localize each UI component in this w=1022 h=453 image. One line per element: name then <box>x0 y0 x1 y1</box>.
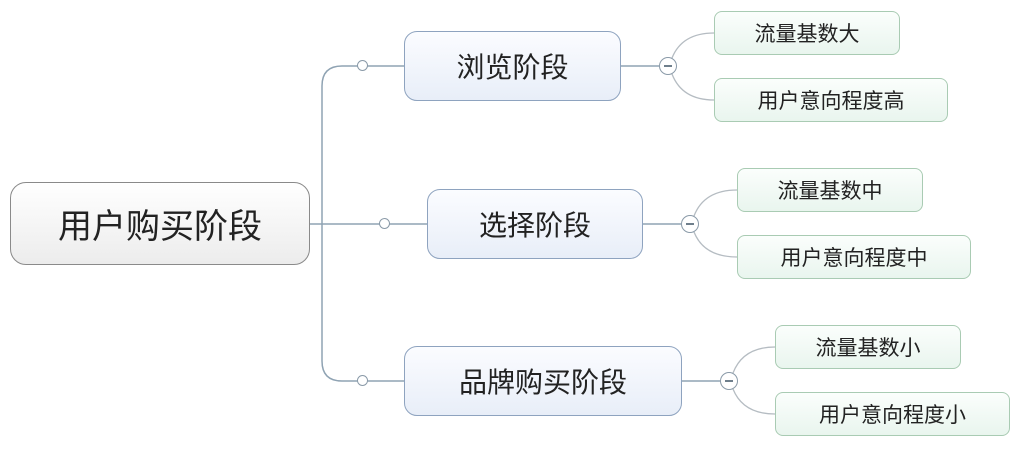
subtopic-label: 用户意向程度高 <box>757 89 905 113</box>
subtopic-traffic[interactable]: 流量基数中 <box>737 168 923 212</box>
branch-topic-select[interactable]: 选择阶段 <box>427 189 643 259</box>
subtopic-intent[interactable]: 用户意向程度中 <box>737 235 971 279</box>
leaf-connector <box>732 388 776 415</box>
leaf-connector <box>693 231 738 258</box>
minus-circle-icon[interactable] <box>681 215 699 233</box>
leaf-connector <box>693 189 738 217</box>
minus-circle-icon[interactable] <box>720 372 738 390</box>
subtopic-traffic[interactable]: 流量基数大 <box>714 11 900 55</box>
branch-topic-label: 选择阶段 <box>478 209 591 242</box>
branch-topic-label: 品牌购买阶段 <box>458 366 627 399</box>
subtopic-label: 流量基数小 <box>815 336 921 360</box>
circle-icon <box>379 218 390 229</box>
branch-topic-browse[interactable]: 浏览阶段 <box>404 31 621 101</box>
subtopic-label: 流量基数大 <box>754 22 860 46</box>
subtopic-traffic[interactable]: 流量基数小 <box>775 325 961 369</box>
subtopic-label: 用户意向程度小 <box>819 403 966 427</box>
root-topic-label: 用户购买阶段 <box>58 207 262 247</box>
circle-icon <box>357 60 368 71</box>
subtopic-label: 流量基数中 <box>777 179 883 203</box>
subtopic-intent[interactable]: 用户意向程度小 <box>775 392 1010 436</box>
branch-topic-label: 浏览阶段 <box>456 51 569 84</box>
branch-topic-brand-purchase[interactable]: 品牌购买阶段 <box>404 346 682 416</box>
circle-icon <box>357 375 368 386</box>
minus-circle-icon[interactable] <box>659 57 677 75</box>
leaf-connector <box>671 73 715 101</box>
subtopic-label: 用户意向程度中 <box>780 246 928 270</box>
subtopic-intent[interactable]: 用户意向程度高 <box>714 78 948 122</box>
leaf-connector <box>671 32 715 59</box>
leaf-connector <box>732 346 776 374</box>
root-topic[interactable]: 用户购买阶段 <box>10 182 310 265</box>
